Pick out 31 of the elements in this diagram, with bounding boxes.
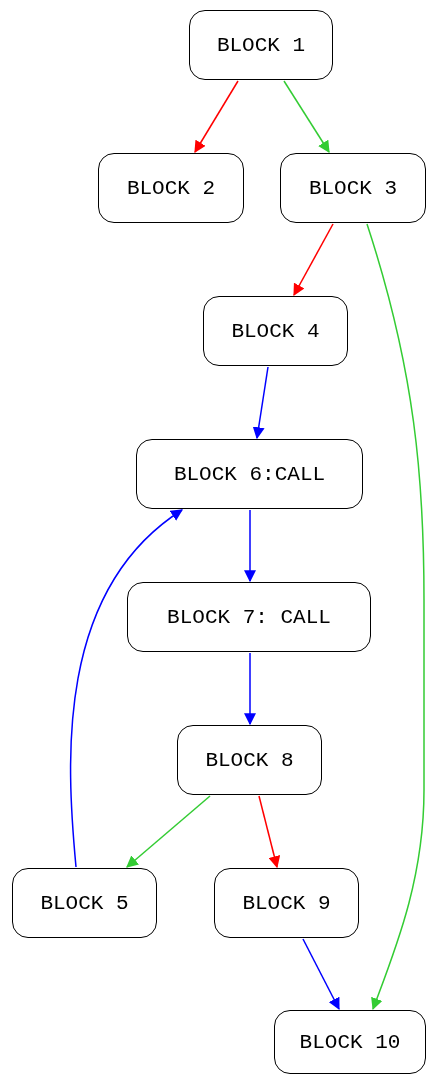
arrow bbox=[69, 509, 183, 868]
process-box bbox=[136, 439, 363, 509]
process-box bbox=[177, 725, 322, 795]
process-box bbox=[214, 868, 359, 938]
box-label: BLOCK 5 bbox=[40, 891, 129, 915]
arrow bbox=[126, 795, 211, 868]
process-box bbox=[189, 10, 333, 80]
box-label: BLOCK 1 bbox=[216, 33, 306, 57]
box-label: BLOCK 2 bbox=[126, 176, 216, 200]
arrow bbox=[366, 223, 425, 1011]
box-label: BLOCK 10 bbox=[299, 1030, 401, 1054]
arrow bbox=[244, 509, 256, 583]
process-box bbox=[203, 296, 348, 366]
arrow bbox=[283, 80, 330, 153]
arrow bbox=[302, 938, 340, 1011]
box-label: BLOCK 4 bbox=[231, 319, 320, 343]
arrow bbox=[244, 652, 256, 726]
box-label: BLOCK 6:CALL bbox=[173, 462, 326, 486]
arrow bbox=[258, 795, 281, 869]
arrow bbox=[293, 223, 334, 297]
process-box bbox=[127, 582, 371, 652]
arrow bbox=[252, 366, 269, 440]
box-label: BLOCK 3 bbox=[308, 176, 398, 200]
box-label: BLOCK 8 bbox=[205, 748, 294, 772]
arrow bbox=[194, 80, 239, 154]
process-box bbox=[98, 153, 244, 223]
box-label: BLOCK 9 bbox=[242, 891, 331, 915]
process-box bbox=[12, 868, 157, 938]
box-label: BLOCK 7: CALL bbox=[167, 605, 331, 629]
process-box bbox=[280, 153, 426, 223]
process-box bbox=[274, 1010, 426, 1074]
